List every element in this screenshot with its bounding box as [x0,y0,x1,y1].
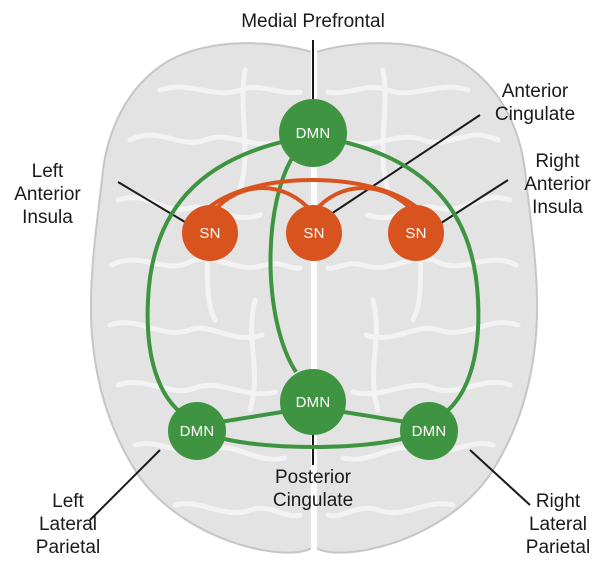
label-medial-prefrontal: Medial Prefrontal [213,10,413,33]
label-anterior-cingulate-line2: Cingulate [480,103,590,126]
node-posterior-cingulate: DMN [280,369,346,435]
label-posterior-cingulate-line1: Posterior [248,466,378,489]
label-left-parietal-line3: Parietal [18,536,118,559]
label-posterior-cingulate-line2: Cingulate [248,489,378,512]
label-right-parietal-line1: Right [508,490,608,513]
label-left-lateral-parietal: Left Lateral Parietal [18,490,118,559]
label-left-parietal-line1: Left [18,490,118,513]
label-right-insula-line3: Insula [510,196,605,219]
label-right-insula-line2: Anterior [510,173,605,196]
label-left-anterior-insula: Left Anterior Insula [0,160,95,229]
node-right-anterior-insula: SN [388,205,444,261]
node-right-lateral-parietal: DMN [400,402,458,460]
label-anterior-cingulate-line1: Anterior [480,80,590,103]
label-left-insula-line2: Anterior [0,183,95,206]
label-posterior-cingulate: Posterior Cingulate [248,466,378,512]
node-left-lateral-parietal: DMN [168,402,226,460]
node-left-anterior-insula: SN [182,205,238,261]
label-right-anterior-insula: Right Anterior Insula [510,150,605,219]
node-anterior-cingulate: SN [286,205,342,261]
label-left-parietal-line2: Lateral [18,513,118,536]
label-left-insula-line1: Left [0,160,95,183]
label-left-insula-line3: Insula [0,206,95,229]
label-anterior-cingulate: Anterior Cingulate [480,80,590,126]
label-right-lateral-parietal: Right Lateral Parietal [508,490,608,559]
node-medial-prefrontal: DMN [279,99,347,167]
label-right-parietal-line2: Lateral [508,513,608,536]
label-right-insula-line1: Right [510,150,605,173]
label-right-parietal-line3: Parietal [508,536,608,559]
